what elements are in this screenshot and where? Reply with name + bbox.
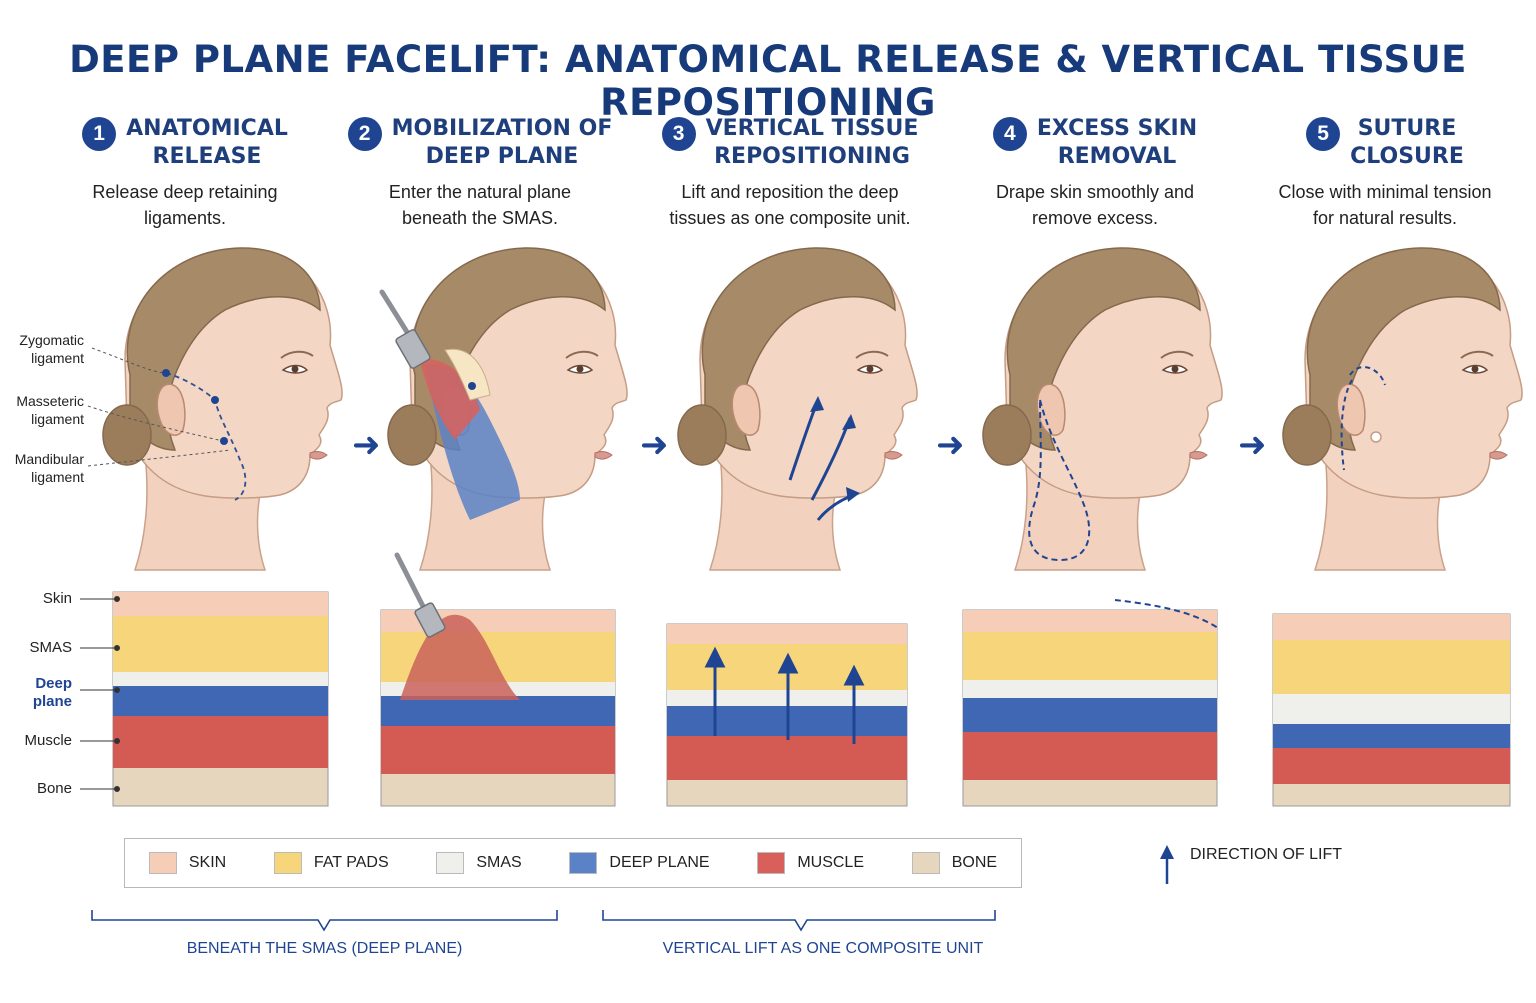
step-description: Drape skin smoothly and — [995, 182, 1195, 202]
legend-label: FAT PADS — [313, 854, 389, 871]
step-1-header: 1 ANATOMICAL RELEASE Release deep retaini… — [35, 115, 335, 231]
step-description: Lift and reposition the deep — [681, 182, 899, 202]
legend-swatch — [757, 852, 786, 874]
step-description: ligaments. — [143, 208, 227, 228]
step-description: beneath the SMAS. — [401, 208, 559, 228]
step-title: EXCESS SKIN — [1036, 116, 1198, 141]
label-text: ligament — [31, 411, 84, 427]
legend-swatch — [273, 852, 302, 874]
suture-line — [1340, 366, 1386, 471]
layer-label-skin: Skin — [42, 590, 72, 607]
legend-item-bone: BONE — [911, 852, 998, 874]
step-description: remove excess. — [1031, 208, 1159, 228]
bracket-label-right: VERTICAL LIFT AS ONE COMPOSITE UNIT — [662, 940, 984, 957]
step-description: tissues as one composite unit. — [669, 208, 911, 228]
step-arrow-icon: ➜ — [640, 426, 669, 464]
legend-item-skin: SKIN — [148, 852, 227, 874]
step-title: DEEP PLANE — [425, 144, 579, 169]
step-number-badge: 3 — [661, 117, 696, 151]
bracket-left — [91, 910, 558, 932]
step-title: REPOSITIONING — [714, 144, 910, 169]
bracket-right — [602, 910, 996, 932]
step-3-header: 3 VERTICAL TISSUE REPOSITIONING Lift and … — [640, 115, 940, 231]
surgical-instrument-icon — [379, 289, 431, 369]
deep-plane-flap — [420, 348, 520, 520]
legend-label: DEEP PLANE — [609, 854, 710, 871]
legend: SKIN FAT PADS SMAS DEEP PLANE MUSCLE BON… — [124, 838, 1022, 888]
mandibular-ligament-label: Mandibular ligament — [10, 450, 84, 486]
legend-item-deep-plane: DEEP PLANE — [569, 852, 710, 874]
head-illustration-2 — [387, 246, 629, 571]
step-arrow-icon: ➜ — [352, 426, 381, 464]
step-description: Enter the natural plane — [388, 182, 572, 202]
layer-label-smas: SMAS — [29, 639, 72, 656]
label-text: ligament — [31, 350, 84, 366]
direction-of-lift-legend: DIRECTION OF LIFT — [1160, 846, 1342, 864]
legend-item-smas: SMAS — [436, 852, 522, 874]
step-title: REMOVAL — [1057, 144, 1177, 169]
step-title: SUTURE — [1357, 116, 1457, 141]
ligament-markers — [87, 347, 247, 501]
legend-label: MUSCLE — [797, 854, 864, 871]
step-arrow-icon: ➜ — [936, 426, 965, 464]
head-illustration-1 — [102, 246, 344, 571]
step-2-header: 2 MOBILIZATION OF DEEP PLANE Enter the na… — [330, 115, 630, 231]
tissue-section-4 — [962, 599, 1219, 807]
legend-item-fat-pads: FAT PADS — [273, 852, 389, 874]
step-number-badge: 5 — [1306, 117, 1341, 151]
zygomatic-ligament-label: Zygomatic ligament — [10, 331, 84, 367]
step-arrow-icon: ➜ — [1238, 426, 1267, 464]
direction-of-lift-label: DIRECTION OF LIFT — [1190, 846, 1342, 863]
skin-excision-outline — [1028, 399, 1091, 562]
label-text: plane — [32, 693, 72, 710]
label-text: Mandibular — [14, 451, 84, 467]
bracket-label-left: BENEATH THE SMAS (DEEP PLANE) — [186, 940, 463, 957]
legend-swatch — [911, 852, 940, 874]
legend-swatch — [569, 852, 598, 874]
label-text: Zygomatic — [19, 332, 84, 348]
label-text: Masseteric — [16, 393, 84, 409]
label-text: ligament — [31, 469, 84, 485]
legend-label: BONE — [951, 854, 998, 871]
page-title: DEEP PLANE FACELIFT: ANATOMICAL RELEASE … — [69, 38, 1467, 124]
legend-label: SKIN — [188, 854, 227, 871]
masseteric-ligament-label: Masseteric ligament — [10, 392, 84, 428]
layer-label-muscle: Muscle — [24, 732, 72, 749]
tissue-section-1 — [112, 591, 329, 807]
step-title: MOBILIZATION OF — [391, 116, 613, 141]
legend-swatch — [148, 852, 177, 874]
step-title: ANATOMICAL — [126, 116, 288, 141]
head-illustration-4 — [982, 246, 1224, 571]
head-illustration-5 — [1282, 246, 1524, 571]
tissue-section-2 — [380, 552, 616, 807]
earring — [1370, 431, 1382, 443]
head-illustration-3 — [677, 246, 919, 571]
legend-swatch — [436, 852, 465, 874]
step-title: VERTICAL TISSUE — [705, 116, 919, 141]
step-title: RELEASE — [152, 144, 262, 169]
step-5-header: 5 SUTURE CLOSURE Close with minimal tensi… — [1235, 115, 1535, 231]
step-4-header: 4 EXCESS SKIN REMOVAL Drape skin smoothly… — [945, 115, 1245, 231]
legend-label: SMAS — [476, 854, 522, 871]
layer-label-deep-plane: Deep plane — [2, 675, 72, 711]
step-number-badge: 2 — [347, 117, 382, 151]
layer-label-bone: Bone — [36, 780, 72, 797]
step-title: CLOSURE — [1350, 144, 1464, 169]
legend-item-muscle: MUSCLE — [757, 852, 864, 874]
step-description: Release deep retaining — [92, 182, 278, 202]
step-number-badge: 4 — [992, 117, 1027, 151]
direction-of-lift-arrow-icon — [1160, 845, 1174, 884]
tissue-section-5 — [1272, 613, 1511, 807]
layer-leader-lines — [80, 596, 120, 792]
label-text: Deep — [35, 675, 72, 692]
step-number-badge: 1 — [82, 117, 117, 151]
section-lift-arrows — [704, 646, 865, 744]
step-description: Close with minimal tension — [1278, 182, 1492, 202]
lift-arrowheads — [810, 396, 860, 502]
step-description: for natural results. — [1312, 208, 1458, 228]
